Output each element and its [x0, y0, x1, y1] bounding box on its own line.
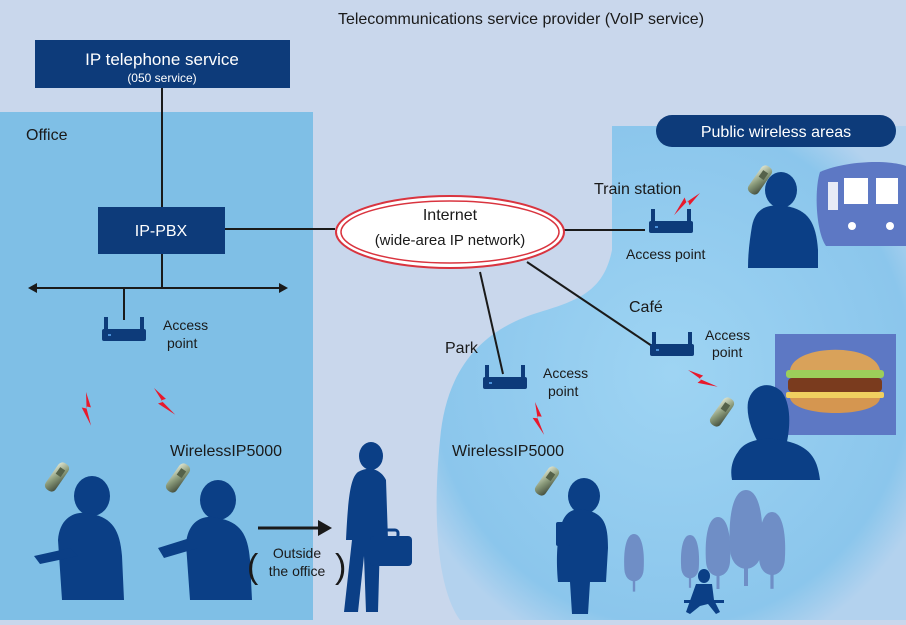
office-ap-label-2: point: [167, 335, 197, 351]
internet-cloud: [335, 195, 565, 269]
bus-arrow-right: [279, 283, 288, 293]
train-ap-label: Access point: [626, 246, 705, 262]
office-device-label: WirelessIP5000: [170, 443, 282, 460]
park-device-label: WirelessIP5000: [452, 443, 564, 460]
cafe-ap-label-1: Access: [705, 327, 750, 343]
person-icon: [34, 476, 124, 600]
park-ap-label-2: point: [548, 383, 578, 399]
outside-paren-open: (: [247, 548, 259, 586]
person-icon: [344, 442, 412, 612]
internet-label: Internet: [423, 207, 478, 224]
pbx-box: [98, 207, 225, 254]
pbx-label: IP-PBX: [135, 223, 188, 240]
person-icon: [556, 478, 608, 614]
outside-label-2: the office: [269, 563, 326, 579]
person-icon: [684, 569, 724, 614]
outside-paren-close: ): [335, 548, 346, 586]
office-ap-label-1: Access: [163, 317, 208, 333]
arrow-right-icon: [258, 520, 332, 536]
provider-title: Telecommunications service provider (VoI…: [338, 11, 704, 28]
burger-icon: [775, 334, 896, 435]
connection-lines: [30, 88, 653, 375]
cafe-label: Café: [629, 299, 663, 316]
person-icon: [158, 480, 252, 600]
ip-service-box: [35, 40, 290, 88]
park-label: Park: [445, 340, 479, 357]
public-areas-badge: [656, 115, 896, 147]
person-icon: [731, 385, 820, 480]
office-zone: [0, 112, 313, 620]
internet-sublabel: (wide-area IP network): [375, 232, 526, 249]
train-icon: [816, 162, 906, 246]
outside-label-1: Outside: [273, 545, 321, 561]
person-icon: [748, 172, 818, 268]
train-station-label: Train station: [594, 181, 681, 198]
office-label: Office: [26, 127, 68, 144]
ip-service-subtitle: (050 service): [127, 71, 196, 85]
park-ap-label-1: Access: [543, 365, 588, 381]
ip-service-title: IP telephone service: [85, 50, 239, 69]
bus-arrow-left: [28, 283, 37, 293]
cafe-ap-label-2: point: [712, 344, 742, 360]
public-areas-label: Public wireless areas: [701, 124, 851, 141]
